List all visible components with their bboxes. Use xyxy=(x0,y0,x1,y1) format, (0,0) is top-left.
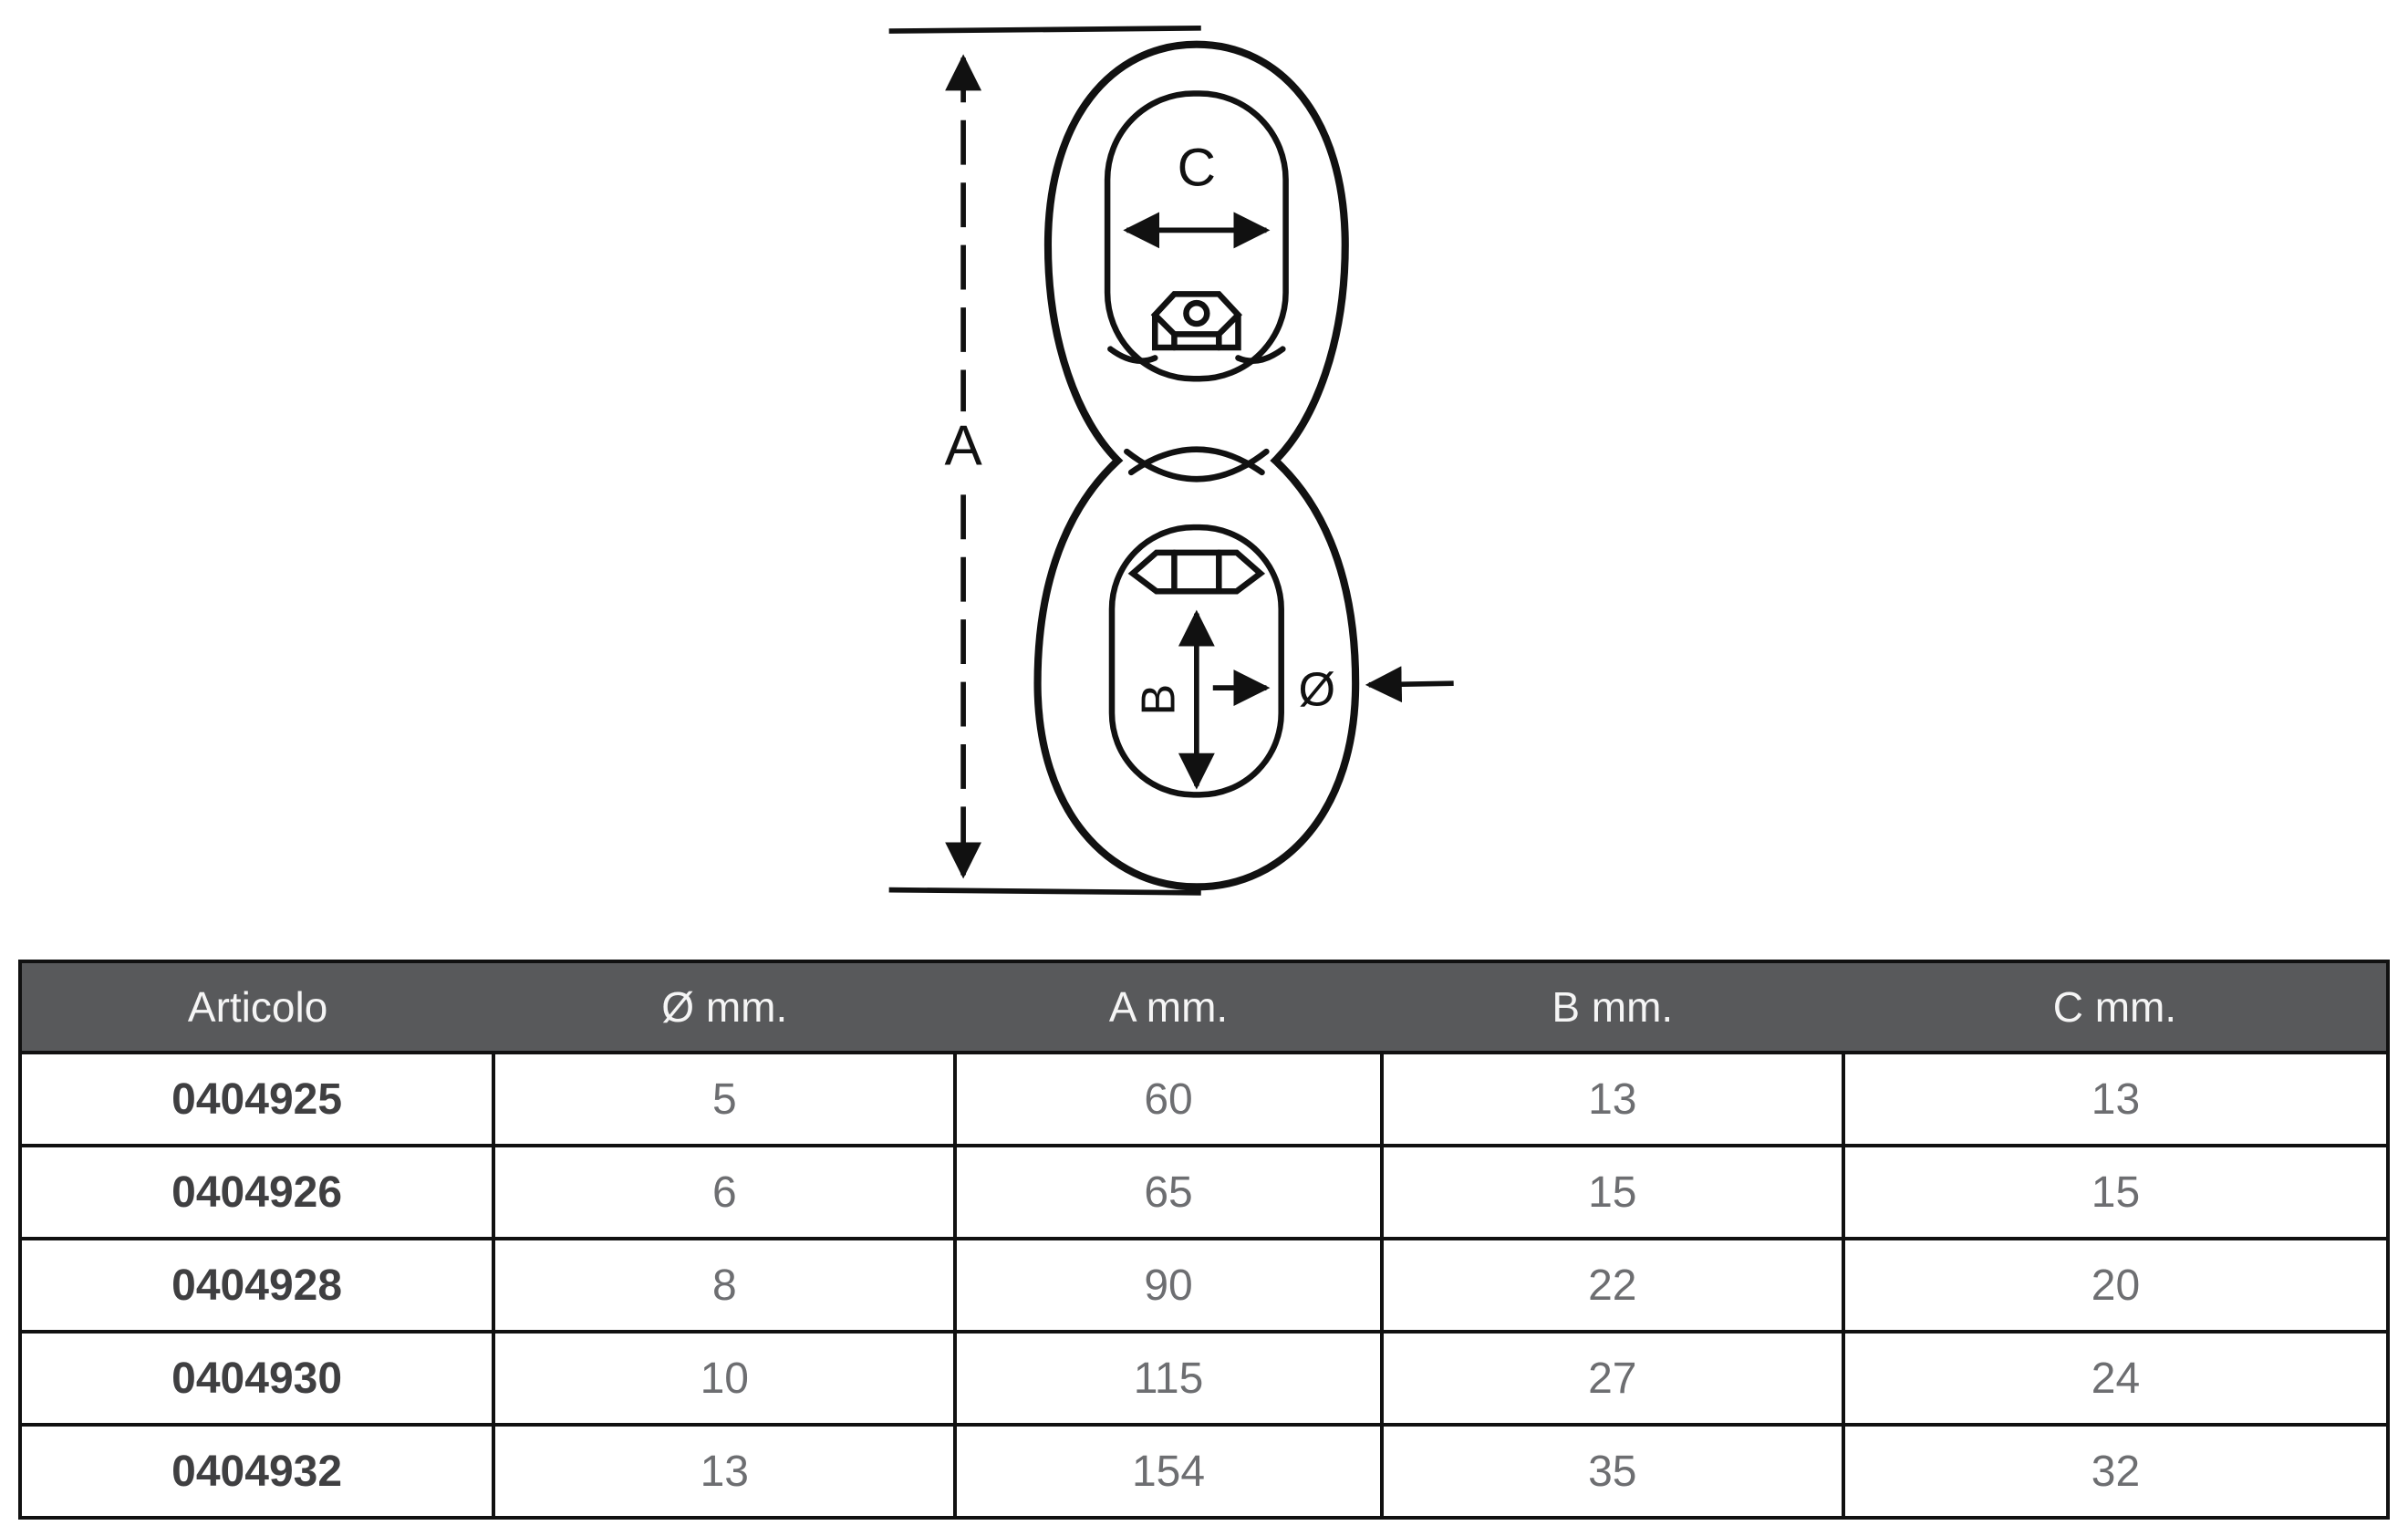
dimension-a-extension-lines xyxy=(888,25,1201,896)
table-row: 0404928 8 90 22 20 xyxy=(17,1237,2391,1334)
cell-c: 24 xyxy=(1841,1330,2391,1427)
table-row: 0404925 5 60 13 13 xyxy=(17,1051,2391,1147)
swivel-diagram-svg: A xyxy=(888,25,1454,896)
swivel-diagram: A xyxy=(862,7,1545,929)
cell-articolo: 0404925 xyxy=(17,1051,496,1147)
label-diameter: Ø xyxy=(1299,664,1336,717)
hex-nut-bottom xyxy=(1127,549,1266,595)
dimension-a-arrow: A xyxy=(936,54,991,879)
cell-a: 65 xyxy=(953,1144,1384,1240)
cell-diameter: 13 xyxy=(492,1423,958,1520)
column-header-diameter: Ø mm. xyxy=(493,960,956,1054)
cell-c: 15 xyxy=(1841,1144,2391,1240)
cell-a: 90 xyxy=(953,1237,1384,1334)
header-row: Articolo Ø mm. A mm. B mm. C mm. xyxy=(17,960,2391,1054)
label-b: B xyxy=(1132,684,1185,716)
column-header-articolo: Articolo xyxy=(17,960,494,1054)
spec-table-body: 0404925 5 60 13 13 0404926 6 65 15 15 04… xyxy=(17,1051,2391,1520)
label-c: C xyxy=(1178,138,1216,197)
cell-b: 35 xyxy=(1379,1423,1845,1520)
cell-a: 154 xyxy=(953,1423,1384,1520)
label-a: A xyxy=(944,415,982,478)
cell-b: 22 xyxy=(1379,1237,1845,1334)
cell-c: 13 xyxy=(1841,1051,2391,1147)
cell-diameter: 6 xyxy=(492,1144,958,1240)
table-row: 0404930 10 115 27 24 xyxy=(17,1330,2391,1427)
table-row: 0404926 6 65 15 15 xyxy=(17,1144,2391,1240)
dimension-b-arrow: B xyxy=(1132,609,1271,790)
dimension-diameter: Ø xyxy=(1299,664,1454,717)
table-row: 0404932 13 154 35 32 xyxy=(17,1423,2391,1520)
cell-diameter: 10 xyxy=(492,1330,958,1427)
swivel-outline xyxy=(1033,40,1360,891)
top-eye-opening xyxy=(1104,90,1289,382)
cell-b: 13 xyxy=(1379,1051,1845,1147)
cell-a: 115 xyxy=(953,1330,1384,1427)
dimension-c-arrow: C xyxy=(1123,138,1271,249)
spec-table: Articolo Ø mm. A mm. B mm. C mm. 0404925… xyxy=(17,960,2391,1520)
bottom-eye-opening xyxy=(1108,524,1284,798)
cell-diameter: 8 xyxy=(492,1237,958,1334)
cell-articolo: 0404926 xyxy=(17,1144,496,1240)
swivel-joint xyxy=(1124,446,1270,483)
spec-table-header: Articolo Ø mm. A mm. B mm. C mm. xyxy=(17,960,2391,1054)
cell-articolo: 0404930 xyxy=(17,1330,496,1427)
column-header-b: B mm. xyxy=(1381,960,1843,1054)
cell-a: 60 xyxy=(953,1051,1384,1147)
cell-c: 32 xyxy=(1841,1423,2391,1520)
cell-articolo: 0404928 xyxy=(17,1237,496,1334)
top-nut-ledge xyxy=(1107,346,1286,364)
cell-b: 27 xyxy=(1379,1330,1845,1427)
cell-c: 20 xyxy=(1841,1237,2391,1334)
cell-diameter: 5 xyxy=(492,1051,958,1147)
column-header-c: C mm. xyxy=(1842,960,2391,1054)
column-header-a: A mm. xyxy=(955,960,1382,1054)
hex-nut-top xyxy=(1150,291,1242,351)
cell-b: 15 xyxy=(1379,1144,1845,1240)
cell-articolo: 0404932 xyxy=(17,1423,496,1520)
